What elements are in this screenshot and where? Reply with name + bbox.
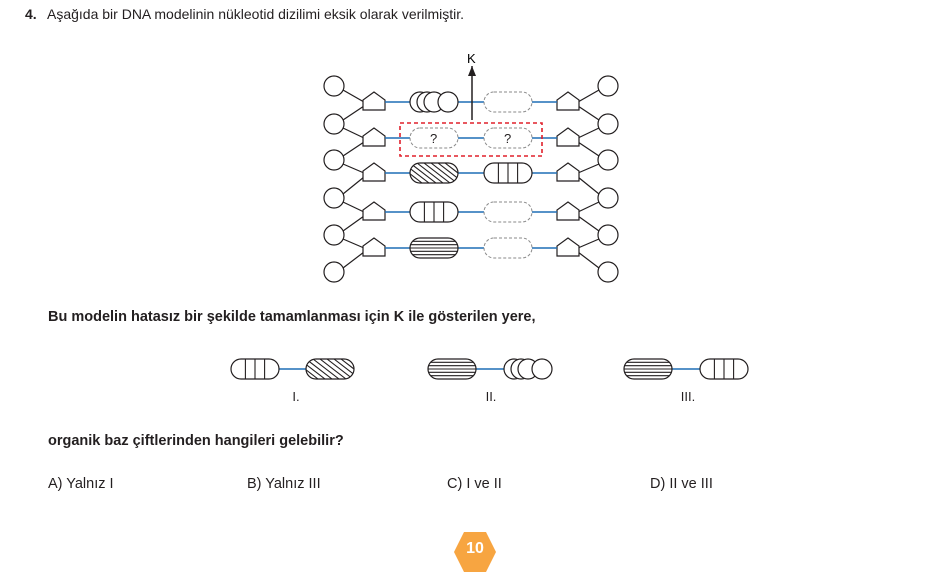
question-number: 4. — [25, 6, 37, 22]
k-label: K — [467, 51, 476, 66]
option-d[interactable]: D) II ve III — [650, 476, 713, 492]
right-phosphate-circle — [597, 113, 619, 135]
left-sugar-pentagon — [362, 237, 386, 257]
dna-base-left — [409, 91, 459, 113]
left-phosphate-circle — [323, 261, 345, 283]
left-phosphate-circle — [323, 149, 345, 171]
pair-label-3: III. — [680, 389, 696, 404]
k-arrow — [468, 66, 476, 120]
left-phosphate-circle — [323, 224, 345, 246]
left-sugar-pentagon — [362, 201, 386, 221]
right-phosphate-circle — [597, 224, 619, 246]
left-phosphate-circle — [323, 75, 345, 97]
left-sugar-pentagon — [362, 91, 386, 111]
left-phosphate-circle — [323, 113, 345, 135]
right-sugar-pentagon — [556, 91, 580, 111]
option-b[interactable]: B) Yalnız III — [247, 476, 321, 492]
dna-base-right: ? — [483, 127, 533, 149]
left-backbone — [323, 75, 386, 283]
question-text: Aşağıda bir DNA modelinin nükleotid dizi… — [47, 6, 465, 22]
right-phosphate-circle — [597, 149, 619, 171]
dna-base-left — [409, 201, 459, 223]
right-sugar-pentagon — [556, 201, 580, 221]
right-backbone — [556, 75, 619, 283]
prompt-line-1: Bu modelin hatasız bir şekilde tamamlanm… — [48, 309, 536, 325]
svg-text:?: ? — [430, 131, 437, 146]
page-number-badge — [454, 532, 496, 572]
dna-base-left: ? — [409, 127, 459, 149]
right-sugar-pentagon — [556, 162, 580, 182]
dna-base-right — [483, 162, 533, 184]
svg-text:?: ? — [504, 131, 511, 146]
dna-base-right — [483, 201, 533, 223]
pair-label-2: II. — [485, 389, 497, 404]
right-phosphate-circle — [597, 187, 619, 209]
left-phosphate-circle — [323, 187, 345, 209]
page-number: 10 — [466, 540, 484, 557]
option-a[interactable]: A) Yalnız I — [48, 476, 114, 492]
right-sugar-pentagon — [556, 127, 580, 147]
dna-base-right — [483, 91, 533, 113]
option-c[interactable]: C) I ve II — [447, 476, 502, 492]
dna-base-left — [409, 162, 459, 184]
prompt-line-2: organik baz çiftlerinden hangileri geleb… — [48, 433, 344, 449]
answer-base-left — [427, 358, 477, 380]
answer-base-right — [503, 358, 553, 380]
answer-base-left — [230, 358, 280, 380]
dna-base-left — [409, 237, 459, 259]
left-sugar-pentagon — [362, 162, 386, 182]
right-phosphate-circle — [597, 261, 619, 283]
right-phosphate-circle — [597, 75, 619, 97]
pair-label-1: I. — [292, 389, 300, 404]
left-sugar-pentagon — [362, 127, 386, 147]
answer-base-left — [623, 358, 673, 380]
dna-base-right — [483, 237, 533, 259]
k-highlight-box — [399, 122, 543, 157]
answer-base-right — [699, 358, 749, 380]
right-sugar-pentagon — [556, 237, 580, 257]
